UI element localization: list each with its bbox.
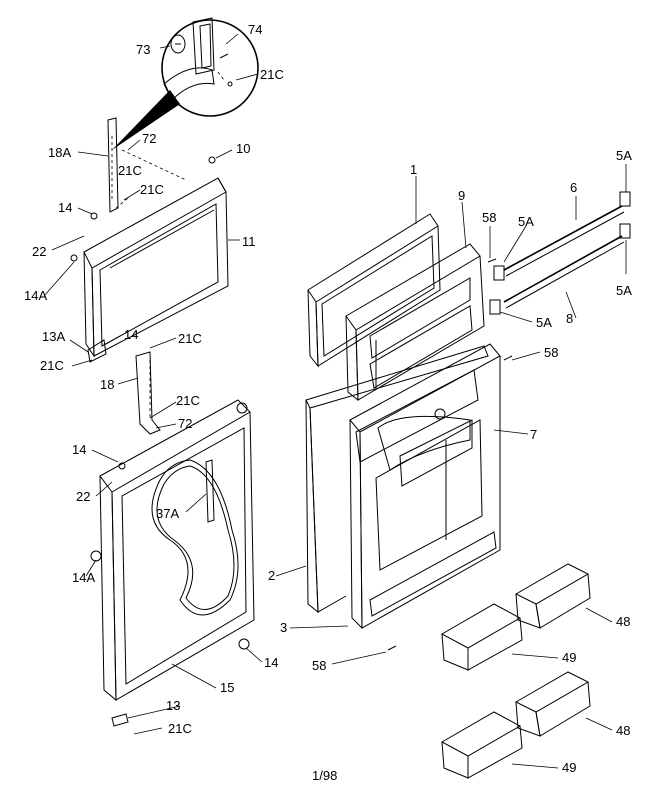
- leader-lines: [43, 33, 627, 769]
- callout-5A-a: 5A: [518, 214, 534, 229]
- callout-5A-d: 5A: [536, 315, 552, 330]
- callout-11: 11: [242, 234, 256, 249]
- callout-8: 8: [566, 311, 573, 326]
- callout-37A: 37A: [156, 506, 179, 521]
- shelf-bar-8: [489, 223, 631, 315]
- callout-6: 6: [570, 180, 577, 195]
- callout-22-a: 22: [32, 244, 46, 259]
- callout-15: 15: [220, 680, 234, 695]
- part-14-upper: [90, 212, 98, 220]
- callout-9: 9: [458, 188, 465, 203]
- fresh-food-liner-3: [349, 343, 501, 630]
- callout-10: 10: [236, 141, 250, 156]
- callout-21C-f: 21C: [168, 721, 192, 736]
- callout-14-d: 14: [264, 655, 278, 670]
- callout-14A-b: 14A: [72, 570, 95, 585]
- part-14A-upper: [70, 254, 78, 262]
- callout-14-c: 14: [72, 442, 86, 457]
- callout-73: 73: [136, 42, 150, 57]
- callout-3: 3: [280, 620, 287, 635]
- part-14-lower: [118, 462, 126, 470]
- shelf-bar-6: [493, 191, 631, 281]
- callout-2: 2: [268, 568, 275, 583]
- part-10: [208, 156, 216, 164]
- callout-22-b: 22: [76, 489, 90, 504]
- callout-21C-b: 21C: [140, 182, 164, 197]
- callout-21C-d: 21C: [40, 358, 64, 373]
- fresh-food-door: [90, 399, 255, 702]
- callout-21C-c: 21C: [178, 331, 202, 346]
- callout-58-c: 58: [312, 658, 326, 673]
- callout-21C-e: 21C: [176, 393, 200, 408]
- hinge-detail-magnifier: [112, 17, 259, 150]
- upper-hinge: [107, 117, 187, 213]
- callout-49-b: 49: [562, 760, 576, 775]
- part-13: [111, 713, 129, 727]
- callout-21C-top: 21C: [260, 67, 284, 82]
- callout-14-b: 14: [124, 327, 138, 342]
- callout-48-a: 48: [616, 614, 630, 629]
- callout-74: 74: [248, 22, 262, 37]
- callout-18A: 18A: [48, 145, 71, 160]
- callout-14-a: 14: [58, 200, 72, 215]
- callout-14A-a: 14A: [24, 288, 47, 303]
- door-bin-49-upper: [440, 603, 523, 671]
- freezer-door: [83, 177, 229, 358]
- callout-7: 7: [530, 427, 537, 442]
- callout-58-a: 58: [482, 210, 496, 225]
- center-hinge: [87, 339, 161, 435]
- door-bin-49-lower: [440, 711, 523, 779]
- callout-5A-c: 5A: [616, 283, 632, 298]
- callout-49-a: 49: [562, 650, 576, 665]
- door-bin-48-lower: [514, 671, 591, 737]
- door-bin-48-upper: [514, 563, 591, 629]
- callout-5A-b: 5A: [616, 148, 632, 163]
- callout-72-top: 72: [142, 131, 156, 146]
- callout-13A: 13A: [42, 329, 65, 344]
- freezer-gasket-1: [307, 213, 441, 368]
- callout-18: 18: [100, 377, 114, 392]
- freezer-liner-9: [345, 243, 485, 402]
- callout-58-b: 58: [544, 345, 558, 360]
- fresh-food-gasket-2: [305, 345, 489, 614]
- callout-13: 13: [166, 698, 180, 713]
- callout-72-b: 72: [178, 416, 192, 431]
- callout-1: 1: [410, 162, 417, 177]
- date-code: 1/98: [312, 768, 337, 783]
- callout-48-b: 48: [616, 723, 630, 738]
- callout-21C-a: 21C: [118, 163, 142, 178]
